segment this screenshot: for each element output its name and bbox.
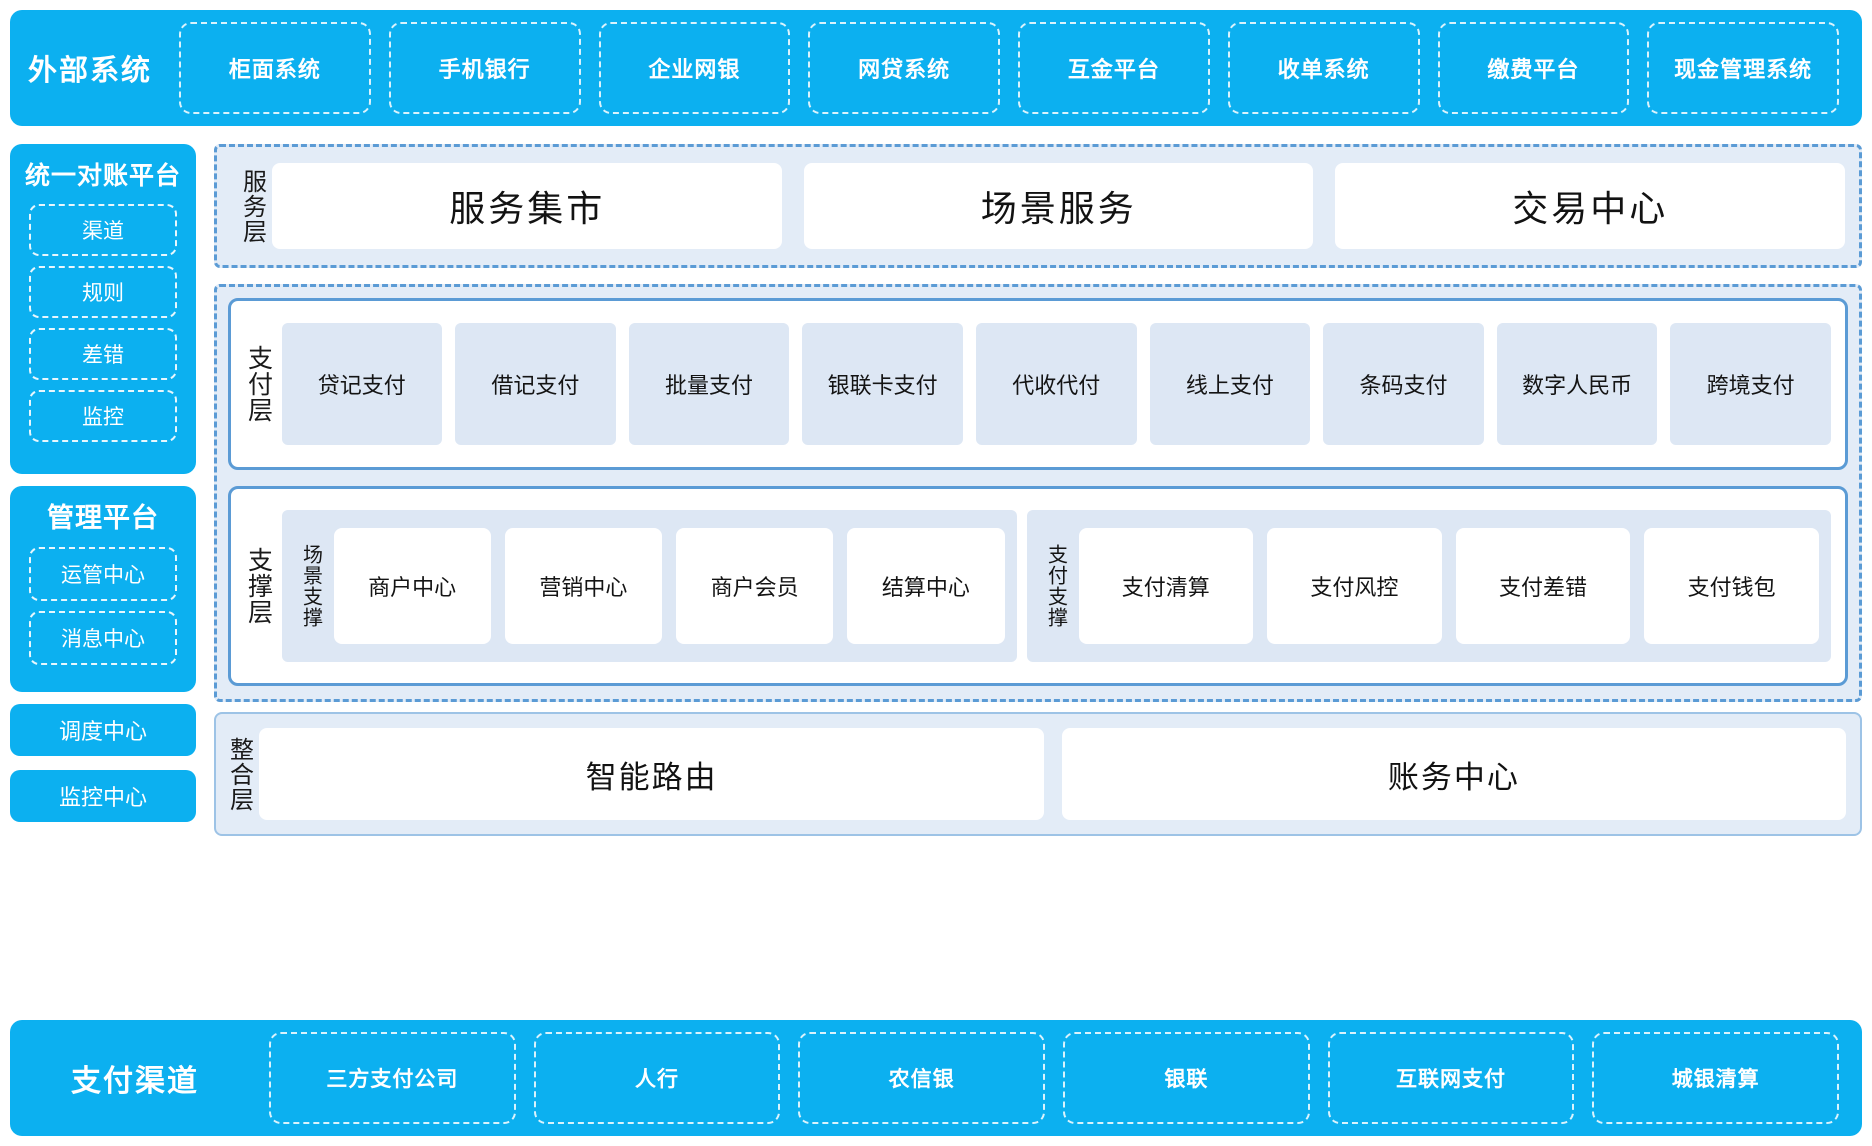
payment-layer-label: 支付层 xyxy=(244,345,273,423)
service-layer-items: 服务集市 场景服务 交易中心 xyxy=(272,163,1845,249)
external-systems-items: 柜面系统 手机银行 企业网银 网贷系统 互金平台 收单系统 缴费平台 现金管理系… xyxy=(170,22,1848,114)
external-system-chip[interactable]: 手机银行 xyxy=(388,22,581,114)
payment-channel-pboc[interactable]: 人行 xyxy=(533,1032,781,1124)
payment-channel-cityclearing[interactable]: 城银清算 xyxy=(1592,1032,1840,1124)
sidebar-item-channel[interactable]: 渠道 xyxy=(29,204,177,256)
support-tile-payment-error[interactable]: 支付差错 xyxy=(1455,528,1631,644)
support-layer-label: 支撑层 xyxy=(244,547,273,625)
support-group-scenario-label: 场景支撑 xyxy=(299,544,322,628)
support-tile-merchant-center[interactable]: 商户中心 xyxy=(333,528,491,644)
support-layer-groups: 场景支撑 商户中心 营销中心 商户会员 结算中心 支付支撑 支付清算 支付风控 … xyxy=(281,510,1846,662)
payment-channels-band: 支付渠道 三方支付公司 人行 农信银 银联 互联网支付 城银清算 xyxy=(10,1020,1862,1136)
external-system-chip[interactable]: 互金平台 xyxy=(1018,22,1210,114)
sidebar-card-management: 管理平台 运管中心 消息中心 xyxy=(10,486,196,692)
external-system-chip[interactable]: 收单系统 xyxy=(1227,22,1420,114)
payment-layer-items: 贷记支付 借记支付 批量支付 银联卡支付 代收代付 线上支付 条码支付 数字人民… xyxy=(281,323,1846,445)
service-layer-label: 服务层 xyxy=(238,168,266,244)
external-systems-title: 外部系统 xyxy=(27,55,152,87)
service-card-transaction[interactable]: 交易中心 xyxy=(1335,163,1845,249)
sidebar-item-rule[interactable]: 规则 xyxy=(29,266,177,318)
support-tile-payment-clearing[interactable]: 支付清算 xyxy=(1078,528,1254,644)
payment-channel-third-party[interactable]: 三方支付公司 xyxy=(269,1032,516,1124)
payment-tile-batch[interactable]: 批量支付 xyxy=(628,323,790,445)
external-system-chip[interactable]: 网贷系统 xyxy=(808,22,1000,114)
payment-tile-unionpay-card[interactable]: 银联卡支付 xyxy=(802,323,963,445)
support-tile-settlement-center[interactable]: 结算中心 xyxy=(847,528,1005,644)
sidebar-item-error[interactable]: 差错 xyxy=(29,328,177,380)
sidebar-item-monitor[interactable]: 监控 xyxy=(29,390,177,442)
support-group-payment: 支付支撑 支付清算 支付风控 支付差错 支付钱包 xyxy=(1026,510,1831,662)
payment-channels-items: 三方支付公司 人行 农信银 银联 互联网支付 城银清算 xyxy=(260,1032,1848,1124)
sidebar-item-message-center[interactable]: 消息中心 xyxy=(29,611,177,665)
external-systems-band: 外部系统 柜面系统 手机银行 企业网银 网贷系统 互金平台 收单系统 缴费平台 … xyxy=(10,10,1862,126)
service-layer: 服务层 服务集市 场景服务 交易中心 xyxy=(214,144,1862,268)
payment-tile-credit[interactable]: 贷记支付 xyxy=(281,323,443,445)
external-system-chip[interactable]: 现金管理系统 xyxy=(1647,22,1839,114)
payment-tile-debit[interactable]: 借记支付 xyxy=(455,323,616,445)
payment-channel-unionpay[interactable]: 银联 xyxy=(1063,1032,1310,1124)
support-group-payment-label: 支付支撑 xyxy=(1044,544,1067,628)
service-card-scenario[interactable]: 场景服务 xyxy=(803,163,1314,249)
support-tile-merchant-member[interactable]: 商户会员 xyxy=(676,528,834,644)
payment-channel-internet[interactable]: 互联网支付 xyxy=(1327,1032,1575,1124)
payment-tile-collection-payment[interactable]: 代收代付 xyxy=(975,323,1137,445)
integration-layer: 整合层 智能路由 账务中心 xyxy=(214,712,1862,836)
payment-layer: 支付层 贷记支付 借记支付 批量支付 银联卡支付 代收代付 线上支付 条码支付 … xyxy=(228,298,1848,470)
support-layer: 支撑层 场景支撑 商户中心 营销中心 商户会员 结算中心 支付支撑 支付清算 支… xyxy=(228,486,1848,686)
support-group-payment-items: 支付清算 支付风控 支付差错 支付钱包 xyxy=(1078,528,1819,644)
integration-card-smart-routing[interactable]: 智能路由 xyxy=(259,728,1044,820)
support-group-scenario-items: 商户中心 营销中心 商户会员 结算中心 xyxy=(333,528,1005,644)
sidebar-item-ops-center[interactable]: 运管中心 xyxy=(29,547,177,601)
service-card-marketplace[interactable]: 服务集市 xyxy=(272,163,782,249)
sidebar-card-reconciliation: 统一对账平台 渠道 规则 差错 监控 xyxy=(10,144,196,474)
payment-tile-digital-rmb[interactable]: 数字人民币 xyxy=(1496,323,1658,445)
sidebar-management-title: 管理平台 xyxy=(47,503,159,533)
external-system-chip[interactable]: 柜面系统 xyxy=(179,22,371,114)
sidebar-item-dispatch-center[interactable]: 调度中心 xyxy=(10,704,196,756)
payment-tile-barcode[interactable]: 条码支付 xyxy=(1323,323,1484,445)
external-system-chip[interactable]: 缴费平台 xyxy=(1437,22,1630,114)
support-tile-marketing-center[interactable]: 营销中心 xyxy=(504,528,662,644)
integration-layer-label: 整合层 xyxy=(225,736,253,812)
integration-card-accounting-center[interactable]: 账务中心 xyxy=(1061,728,1846,820)
support-tile-payment-risk[interactable]: 支付风控 xyxy=(1267,528,1442,644)
payment-channel-rcc[interactable]: 农信银 xyxy=(798,1032,1046,1124)
payment-tile-cross-border[interactable]: 跨境支付 xyxy=(1670,323,1831,445)
support-tile-payment-wallet[interactable]: 支付钱包 xyxy=(1644,528,1819,644)
sidebar-reconciliation-title: 统一对账平台 xyxy=(24,162,181,190)
integration-layer-items: 智能路由 账务中心 xyxy=(259,728,1860,820)
support-group-scenario: 场景支撑 商户中心 营销中心 商户会员 结算中心 xyxy=(281,510,1017,662)
payment-tile-online[interactable]: 线上支付 xyxy=(1149,323,1311,445)
external-system-chip[interactable]: 企业网银 xyxy=(598,22,791,114)
payment-channels-title: 支付渠道 xyxy=(71,1065,199,1098)
sidebar-item-monitor-center[interactable]: 监控中心 xyxy=(10,770,196,822)
